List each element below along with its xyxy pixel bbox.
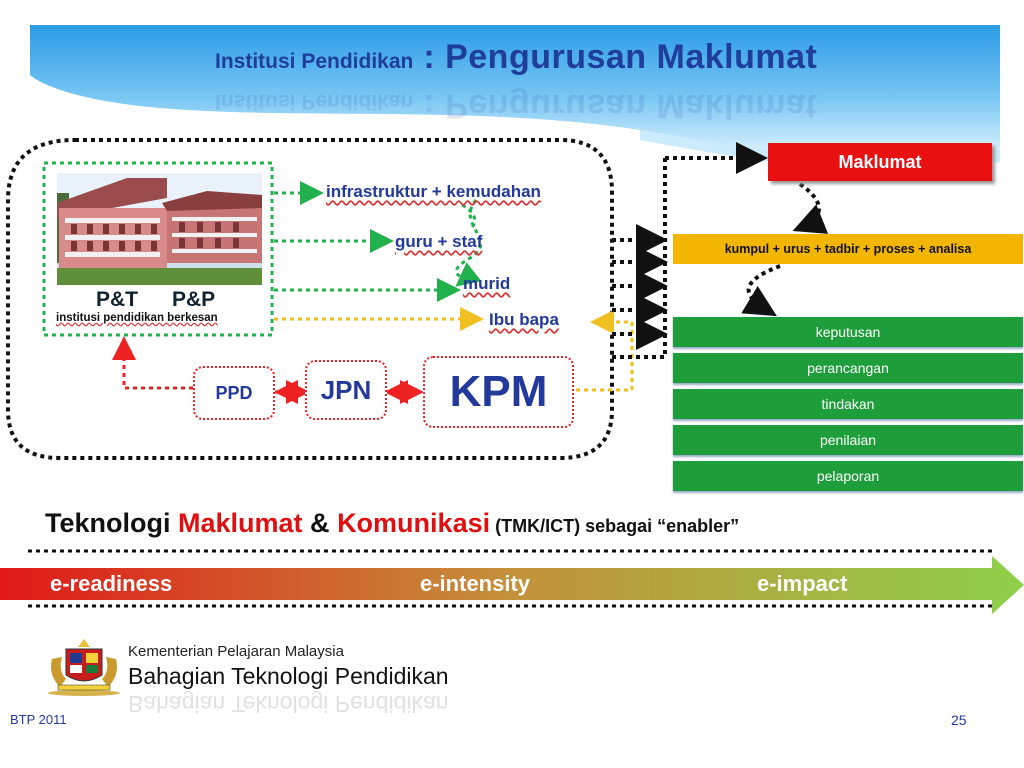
stage-e-readiness: e-readiness [50,571,173,596]
step-keputusan: keputusan [673,317,1023,347]
node-infrastruktur: infrastruktur + kemudahan [326,182,541,201]
process-box: kumpul + urus + tadbir + proses + analis… [673,234,1023,264]
box-kpm: KPM [423,356,574,428]
progress-arrow [0,556,1024,614]
node-murid: murid [463,274,511,293]
school-caption: institusi pendidikan berkesan [56,312,218,324]
school-label-pt: P&T [96,288,138,311]
step-tindakan: tindakan [673,389,1023,419]
ministry-name: Kementerian Pelajaran Malaysia [128,643,344,660]
stage-e-intensity: e-intensity [420,571,531,596]
step-perancangan: perancangan [673,353,1023,383]
maklumat-box: Maklumat [768,143,992,181]
footer-code: BTP 2011 [10,712,67,727]
step-pelaporan: pelaporan [673,461,1023,491]
page-title: Institusi Pendidikan : Pengurusan Maklum… [215,38,818,76]
box-jpn: JPN [305,360,387,420]
step-penilaian: penilaian [673,425,1023,455]
node-ibu-bapa: Ibu bapa [489,310,559,329]
ministry-crest-icon [48,639,120,696]
school-frame [42,161,274,337]
box-ppd: PPD [193,366,275,420]
school-photo [57,173,262,285]
division-name: Bahagian Teknologi Pendidikan [128,663,449,689]
ict-statement: Teknologi Maklumat & Komunikasi (TMK/ICT… [45,508,740,538]
institution-frame [6,138,614,460]
division-name-reflection: Bahagian Teknologi Pendidikan [128,691,449,717]
stage-e-impact: e-impact [757,571,848,596]
page-number: 25 [951,712,967,728]
school-label-pp: P&P [172,288,216,311]
node-guru-staf: guru + staf [395,232,483,251]
